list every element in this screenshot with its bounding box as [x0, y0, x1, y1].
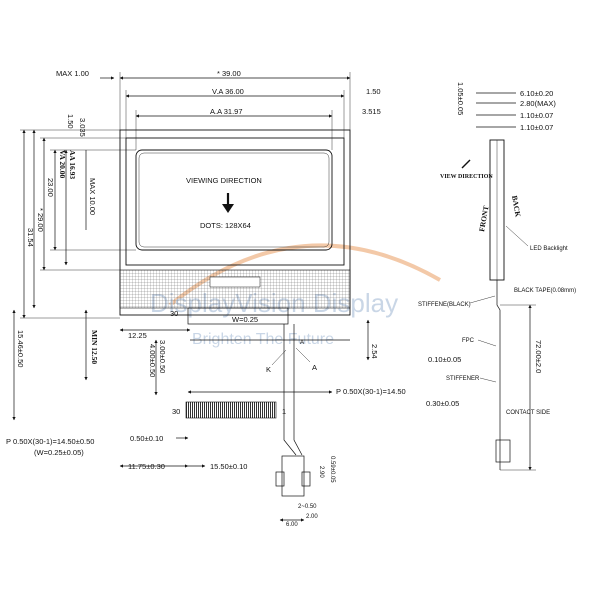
led-wire-k	[283, 324, 297, 456]
dim-min-1250: MIN 12.50	[90, 330, 99, 364]
view-dir-arrow-icon	[461, 159, 471, 169]
leader-a	[295, 347, 311, 363]
side-top-left: 1.05±0.05	[456, 82, 465, 115]
dim-aa-height: AA 16.93	[68, 150, 77, 179]
side-black-tape: BLACK TAPE(0.08mm)	[514, 288, 576, 294]
dim-overall-width: * 39.00	[217, 69, 241, 78]
side-fpc	[496, 280, 501, 470]
side-front: FRONT	[477, 205, 490, 232]
pitch-left: P 0.50X(30-1)=14.50±0.50	[6, 437, 94, 446]
dim-254: 2.54	[370, 344, 379, 359]
viewing-direction-label: VIEWING DIRECTION	[186, 176, 262, 185]
viewing-area	[125, 137, 345, 266]
front-view: VIEWING DIRECTION DOTS: 128X64 * 39.00 M…	[6, 69, 406, 528]
dim-top-150: 1.50	[66, 114, 75, 129]
pin-k-label: K	[266, 365, 271, 374]
dim-va-width: V.A 36.00	[212, 87, 244, 96]
leader-led	[505, 225, 529, 247]
dim-va-height: VA 20.00	[58, 150, 67, 178]
leader-k	[271, 349, 287, 366]
side-contact: CONTACT SIDE	[506, 410, 550, 416]
side-connector	[495, 439, 511, 463]
ic-area	[209, 276, 261, 288]
side-t1: 6.10±0.20	[520, 89, 553, 98]
leader-stiffener-black	[469, 295, 496, 304]
connector-tab	[301, 471, 311, 487]
pin-1-bottom: 1	[282, 407, 286, 416]
led-wire-a	[293, 324, 303, 456]
conn-059: 0.59±0.05	[329, 456, 335, 483]
side-t2: 2.80(MAX)	[520, 99, 556, 108]
conn-600: 6.00	[286, 522, 298, 528]
dim-1225: 12.25	[128, 331, 147, 340]
side-fpc: FPC	[462, 338, 475, 344]
dim-2900: * 29.00	[36, 208, 45, 232]
dim-right-margin-top: 1.50	[366, 87, 381, 96]
led-connector	[281, 455, 305, 497]
dim-1546: 15.46±0.50	[16, 330, 25, 367]
active-area-inner	[138, 152, 330, 248]
side-t4: 1.10±0.07	[520, 123, 553, 132]
dim-aa-width: A.A 31.97	[210, 107, 243, 116]
side-led: LED Backlight	[530, 246, 568, 252]
dim-top-3035: 3.035	[78, 118, 87, 137]
conn-200: 2.00	[306, 514, 318, 520]
dim-300: 3.00±0.50	[158, 340, 167, 373]
side-view: 1.05±0.05 6.10±0.20 2.80(MAX) 1.10±0.07 …	[418, 82, 576, 471]
side-d030: 0.30±0.05	[426, 399, 459, 408]
active-area	[135, 149, 333, 251]
dim-3154: 31.54	[26, 228, 35, 247]
leader-fpc	[477, 339, 497, 347]
width-label: W=0.25	[232, 315, 258, 324]
width-tolerance: (W=0.25±0.05)	[34, 448, 84, 457]
connector-tab	[275, 471, 285, 487]
dim-2300: 23.00	[46, 178, 55, 197]
watermark-tagline: Brighten The Future	[192, 331, 334, 348]
pin-30-top: 30	[170, 309, 178, 318]
dim-400: 4.00±0.50	[148, 344, 157, 377]
module-outline	[119, 129, 351, 316]
dim-050: 0.50±0.10	[130, 434, 163, 443]
pin-30-bottom: 30	[172, 407, 180, 416]
leader-stiffener	[479, 377, 497, 383]
pitch-right: P 0.50X(30-1)=14.50	[336, 387, 406, 396]
dim-right-margin-aa: 3.515	[362, 107, 381, 116]
dots-label: DOTS: 128X64	[200, 221, 251, 230]
dim-1550: 15.50±0.10	[210, 462, 247, 471]
side-d7200: 72.00±2.0	[534, 340, 543, 373]
dim-1175: 11.75±0.30	[128, 462, 165, 471]
side-stiffener-black: STIFFENE(BLACK)	[418, 302, 471, 308]
fpc-contacts	[185, 401, 277, 419]
dim-max-height: MAX 10.00	[88, 178, 97, 215]
viewing-arrow-head-icon	[222, 204, 234, 213]
conn-r: 2~0.50	[298, 504, 317, 510]
fpc-neck	[187, 307, 289, 325]
side-back: BACK	[510, 195, 523, 218]
side-d010: 0.10±0.05	[428, 355, 461, 364]
side-t3: 1.10±0.07	[520, 111, 553, 120]
side-view-dir: VIEW DIRECTION	[440, 174, 493, 180]
seal-hatch	[119, 269, 351, 309]
conn-290: 2.90	[318, 466, 324, 478]
pin-a-label: A	[312, 363, 317, 372]
side-stiffener: STIFFENER	[446, 376, 480, 382]
pin-a-small-label: A	[300, 340, 304, 346]
dim-max-margin: MAX 1.00	[56, 69, 89, 78]
